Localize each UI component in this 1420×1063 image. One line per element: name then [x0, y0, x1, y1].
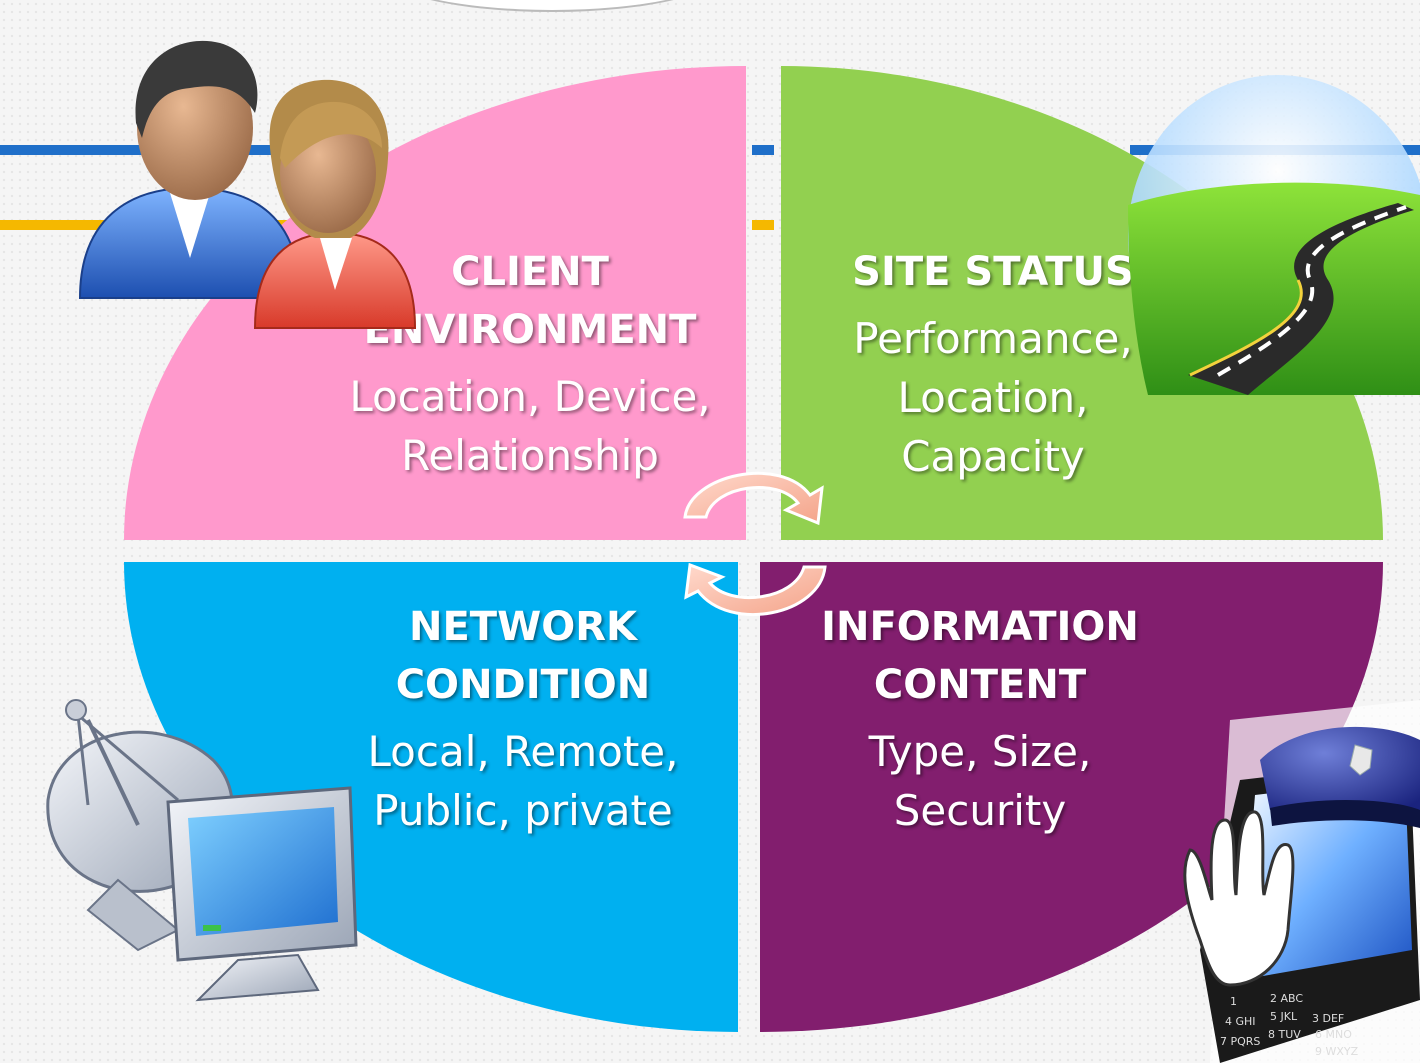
keypad-key-label: 8 TUV: [1268, 1028, 1301, 1041]
users-icon: [78, 40, 417, 329]
keypad-key-label: 9 WXYZ: [1315, 1045, 1359, 1058]
keypad-key-label: 2 ABC: [1270, 992, 1303, 1005]
network-condition-title: NETWORK CONDITION: [323, 598, 723, 714]
detail-line: Capacity: [901, 432, 1085, 481]
detail-line: Public, private: [373, 786, 673, 835]
site-status-block: SITE STATUS Performance, Location, Capac…: [793, 243, 1193, 486]
information-content-title: INFORMATION CONTENT: [760, 598, 1200, 714]
title-line: SITE STATUS: [852, 249, 1134, 295]
title-line: INFORMATION: [821, 604, 1139, 650]
title-line: CONTENT: [873, 662, 1087, 708]
security-phone-icon: 1 2 ABC 3 DEF 4 GHI 5 JKL 6 MNO 7 PQRS 8…: [1183, 700, 1420, 1063]
detail-line: Type, Size,: [868, 727, 1092, 776]
detail-line: Local, Remote,: [367, 727, 679, 776]
detail-line: Relationship: [401, 431, 659, 480]
client-environment-details: Location, Device, Relationship: [330, 367, 730, 485]
keypad-key-label: 1: [1230, 995, 1237, 1008]
cycle-arrows-icon: [683, 471, 827, 616]
yellow-accent-line-mid: [752, 220, 774, 230]
road-icon: [1128, 75, 1420, 395]
title-line: ENVIRONMENT: [363, 307, 697, 353]
title-line: CLIENT: [451, 249, 609, 295]
site-status-details: Performance, Location, Capacity: [793, 309, 1193, 486]
site-status-title: SITE STATUS: [793, 243, 1193, 301]
detail-line: Location, Device,: [349, 372, 711, 421]
keypad-key-label: 4 GHI: [1225, 1015, 1256, 1028]
detail-line: Location,: [897, 373, 1089, 422]
information-content-block: INFORMATION CONTENT Type, Size, Security: [760, 598, 1200, 840]
client-environment-block: CLIENT ENVIRONMENT Location, Device, Rel…: [330, 243, 730, 485]
keypad-key-label: 7 PQRS: [1220, 1035, 1260, 1048]
title-line: CONDITION: [395, 662, 651, 708]
network-condition-block: NETWORK CONDITION Local, Remote, Public,…: [323, 598, 723, 840]
keypad-key-label: 6 MNO: [1315, 1028, 1352, 1041]
satellite-computer-icon: [46, 699, 358, 1002]
keypad-key-label: 3 DEF: [1312, 1012, 1344, 1025]
client-environment-title: CLIENT ENVIRONMENT: [330, 243, 730, 359]
network-condition-details: Local, Remote, Public, private: [323, 722, 723, 840]
detail-line: Security: [893, 786, 1067, 835]
keypad-key-label: 5 JKL: [1270, 1010, 1298, 1023]
detail-line: Performance,: [853, 314, 1133, 363]
information-content-details: Type, Size, Security: [760, 722, 1200, 840]
title-line: NETWORK: [408, 604, 637, 650]
blue-accent-line-mid: [752, 145, 774, 155]
